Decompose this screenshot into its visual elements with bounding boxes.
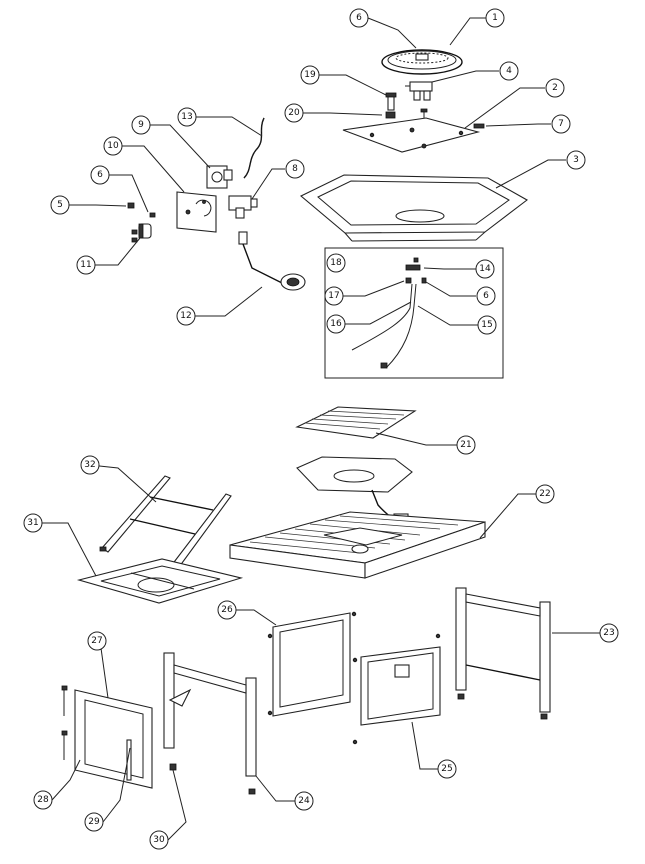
svg-text:7: 7 (558, 119, 564, 129)
callout-2: 2 (545, 78, 565, 98)
callout-14: 14 (475, 259, 495, 279)
callout-31: 31 (23, 513, 43, 533)
door-screw (169, 763, 177, 771)
spacer-nut (385, 111, 396, 119)
table-top (229, 511, 486, 579)
callout-3: 3 (566, 150, 586, 170)
svg-text:4: 4 (506, 66, 512, 76)
svg-text:16: 16 (330, 319, 342, 329)
callout-8: 8 (285, 159, 305, 179)
svg-text:24: 24 (298, 796, 310, 806)
callout-13: 13 (177, 107, 197, 127)
callout-4: 4 (499, 61, 519, 81)
callout-25: 25 (437, 759, 457, 779)
svg-text:6: 6 (97, 170, 103, 180)
mounting-plate (342, 108, 481, 153)
svg-text:29: 29 (88, 817, 100, 827)
svg-text:28: 28 (37, 795, 49, 805)
svg-text:25: 25 (441, 764, 452, 774)
gas-hose (243, 117, 265, 179)
callout-16: 16 (326, 314, 346, 334)
callout-5: 5 (50, 195, 70, 215)
gas-feed-tube (238, 231, 306, 291)
svg-text:14: 14 (479, 264, 491, 274)
callout-6: 6 (476, 286, 496, 306)
svg-text:27: 27 (91, 636, 102, 646)
svg-text:26: 26 (221, 605, 233, 615)
callout-11: 11 (76, 255, 96, 275)
svg-text:22: 22 (539, 489, 550, 499)
svg-text:31: 31 (27, 518, 38, 528)
side-panel-right (352, 633, 441, 745)
svg-text:15: 15 (481, 320, 492, 330)
control-knob (138, 223, 152, 239)
thermocouple-fitting (385, 92, 397, 111)
callout-28: 28 (33, 790, 53, 810)
callout-10: 10 (103, 136, 123, 156)
callout-15: 15 (477, 315, 497, 335)
burner-ring (381, 49, 463, 75)
regulator (206, 165, 233, 189)
svg-text:21: 21 (460, 440, 471, 450)
plate-screw (473, 123, 485, 129)
svg-text:19: 19 (304, 70, 316, 80)
gas-valve (228, 195, 258, 219)
callout-18: 18 (326, 253, 346, 273)
svg-text:1: 1 (492, 13, 498, 23)
leg-frame-right (455, 587, 551, 720)
callout-22: 22 (535, 484, 555, 504)
callout-17: 17 (324, 286, 344, 306)
control-panel-bracket (176, 191, 217, 233)
svg-text:11: 11 (80, 260, 91, 270)
access-door (61, 685, 153, 789)
leg-frame-left (163, 652, 257, 795)
bottom-frame (76, 558, 244, 604)
callout-21: 21 (456, 435, 476, 455)
callout-32: 32 (80, 455, 100, 475)
grate-cover (295, 406, 417, 439)
side-panel-left (267, 611, 357, 717)
callout-12: 12 (176, 306, 196, 326)
svg-text:30: 30 (153, 835, 165, 845)
callout-9: 9 (131, 115, 151, 135)
svg-text:13: 13 (181, 112, 192, 122)
callout-20: 20 (284, 103, 304, 123)
svg-text:12: 12 (180, 311, 191, 321)
svg-text:20: 20 (288, 108, 300, 118)
svg-text:2: 2 (552, 83, 558, 93)
callout-1: 1 (485, 8, 505, 28)
svg-text:32: 32 (84, 460, 95, 470)
callout-7: 7 (551, 114, 571, 134)
callout-26: 26 (217, 600, 237, 620)
svg-text:8: 8 (292, 164, 298, 174)
svg-text:6: 6 (356, 13, 362, 23)
burner-valve-assembly (405, 81, 433, 101)
callout-29: 29 (84, 812, 104, 832)
ignitor-detail-box (324, 247, 504, 379)
svg-text:5: 5 (57, 200, 63, 210)
callout-23: 23 (599, 623, 619, 643)
callout-27: 27 (87, 631, 107, 651)
svg-text:23: 23 (603, 628, 614, 638)
leader-lines (42, 17, 600, 841)
callout-30: 30 (149, 830, 169, 850)
svg-text:18: 18 (330, 258, 342, 268)
callout-19: 19 (300, 65, 320, 85)
callout-24: 24 (294, 791, 314, 811)
svg-text:3: 3 (573, 155, 579, 165)
svg-text:9: 9 (138, 120, 144, 130)
svg-text:10: 10 (107, 141, 119, 151)
svg-text:17: 17 (328, 291, 339, 301)
fire-pan (299, 174, 528, 242)
svg-text:6: 6 (483, 291, 489, 301)
knob-screws (127, 202, 156, 243)
callout-6: 6 (90, 165, 110, 185)
callout-6: 6 (349, 8, 369, 28)
